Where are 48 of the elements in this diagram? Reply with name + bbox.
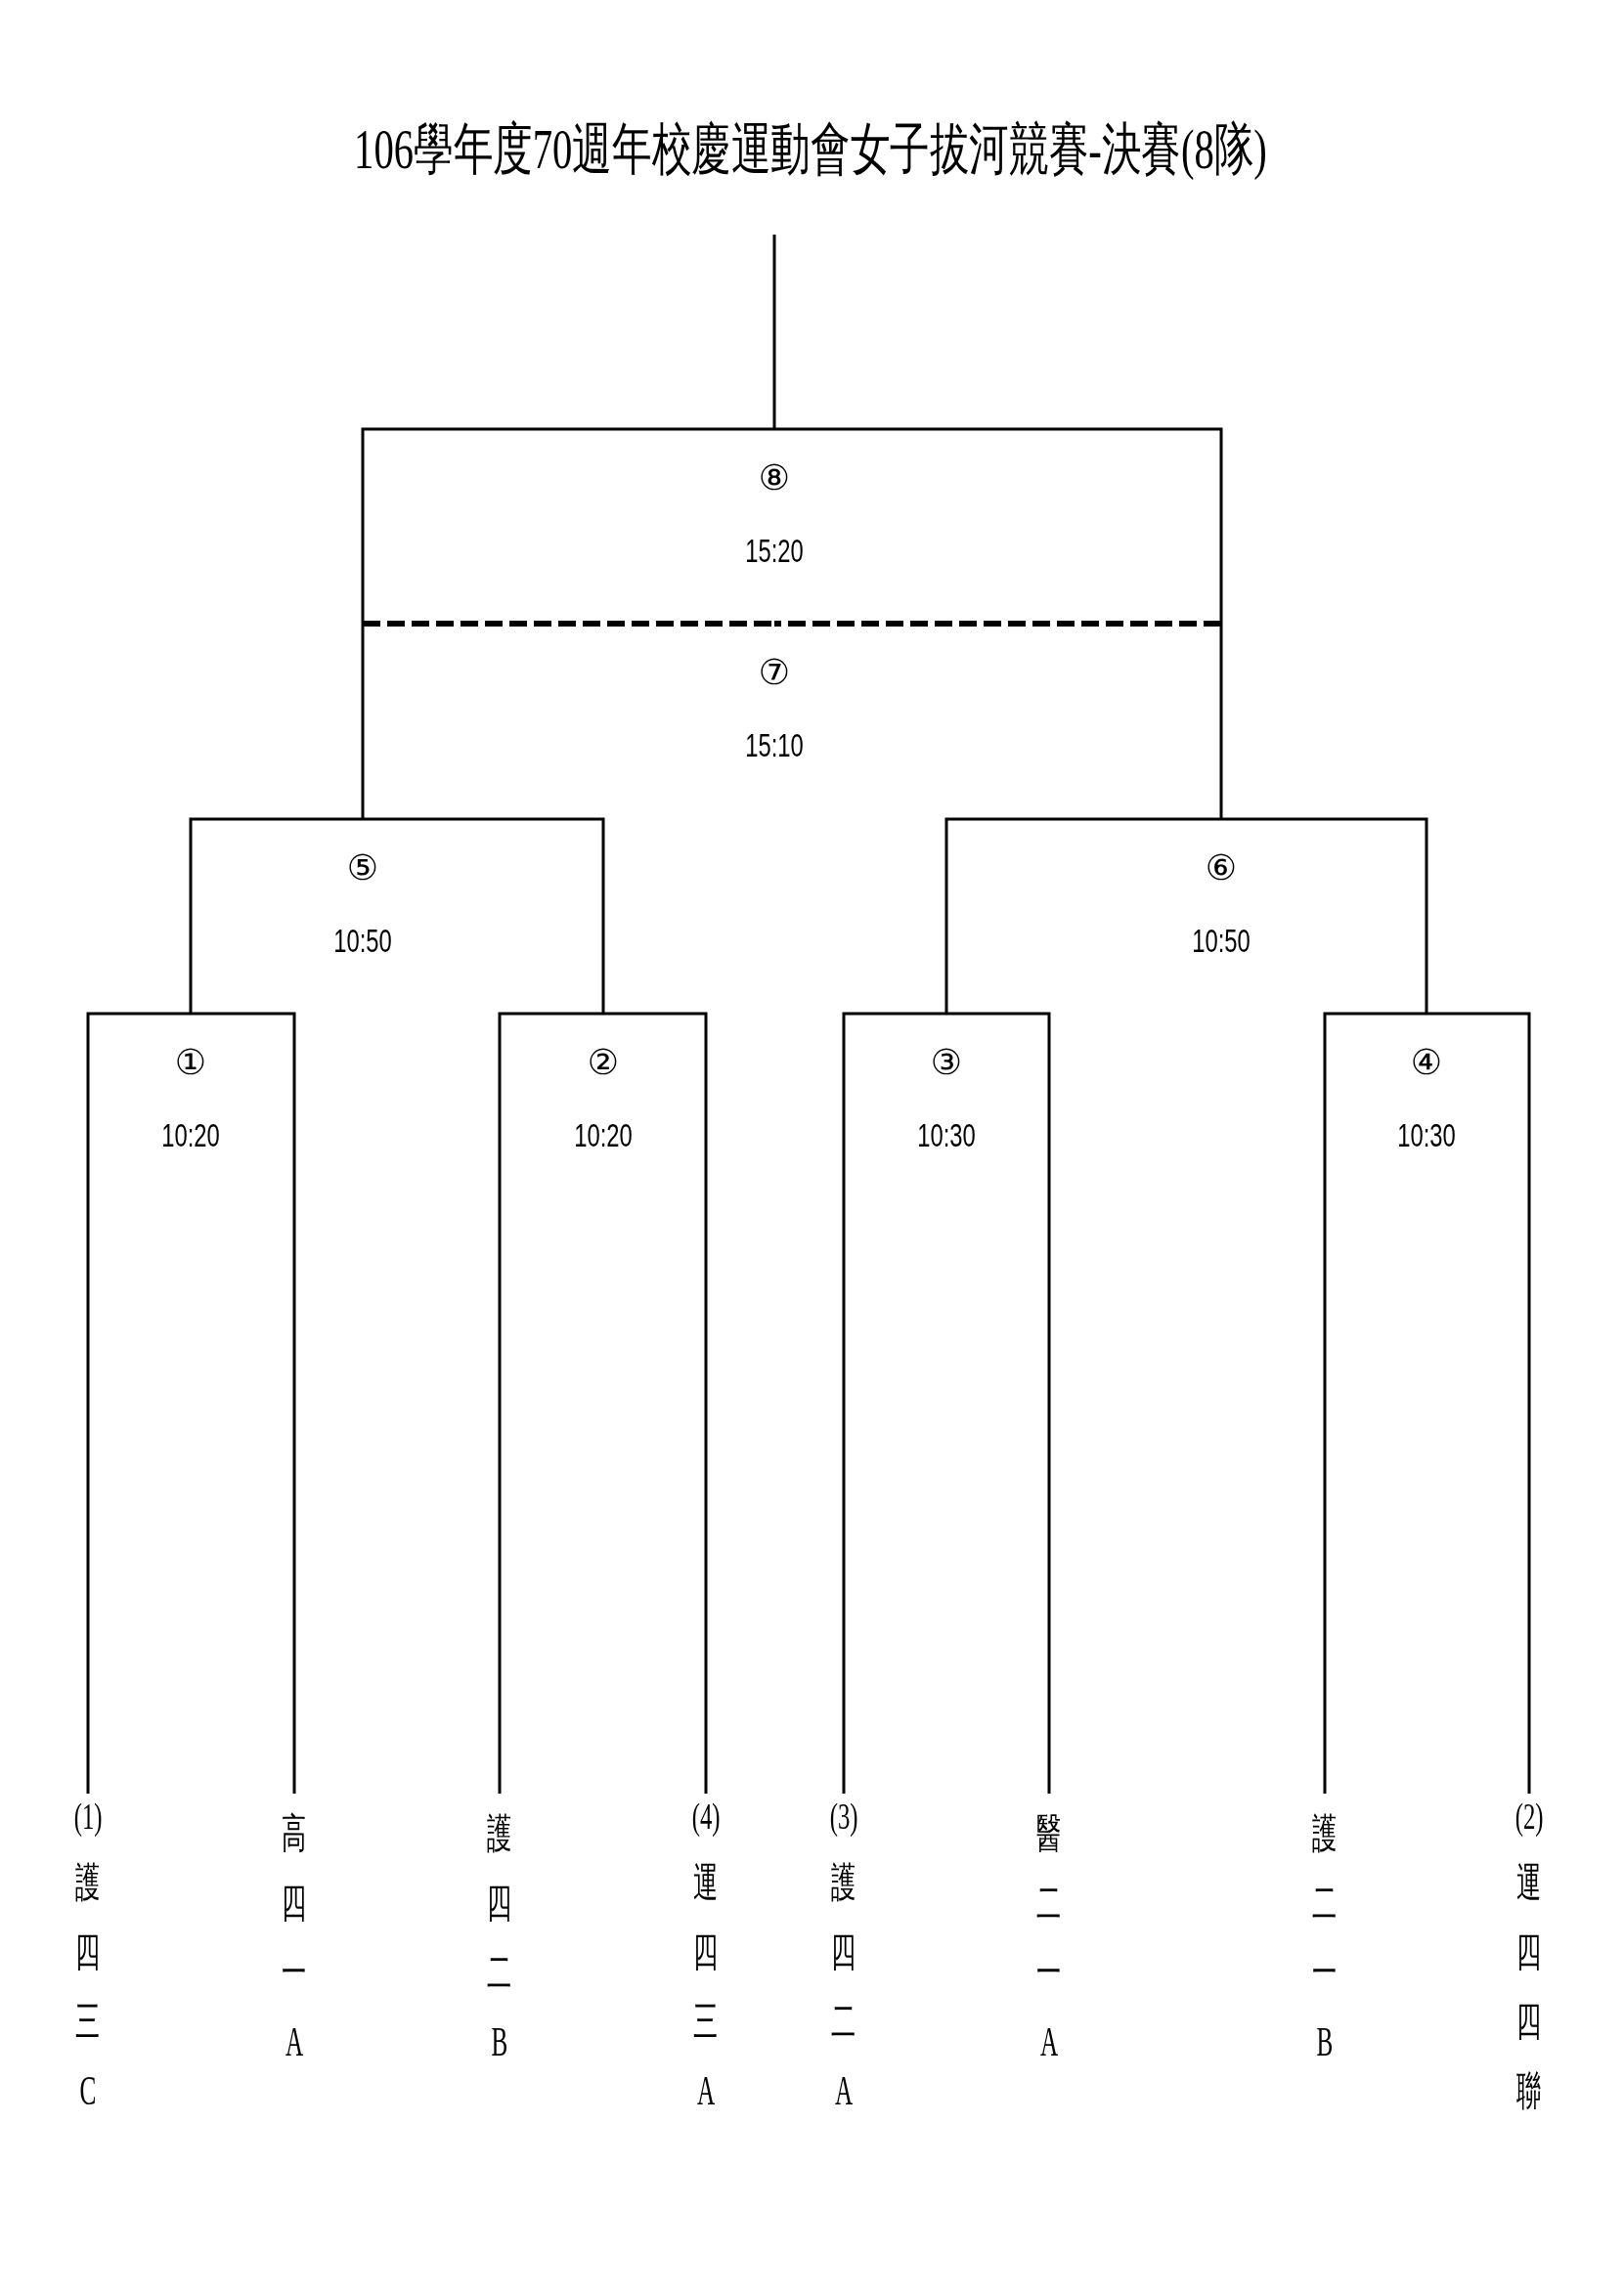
seed-number: (1)	[73, 1797, 103, 1836]
match-time: 15:20	[745, 533, 804, 568]
match-time: 10:30	[1397, 1117, 1456, 1152]
seed-number: (2)	[1514, 1797, 1544, 1836]
bracket-line	[189, 817, 363, 1014]
team-name: 護四二A	[830, 1859, 857, 2115]
seed-number: (4)	[691, 1797, 721, 1836]
team-name: 高四一A	[281, 1810, 308, 2066]
match-number: ⑥	[1205, 848, 1238, 888]
match-number: ④	[1410, 1043, 1443, 1082]
match-time: 10:50	[333, 923, 392, 958]
match-number: ③	[930, 1043, 963, 1082]
bracket-line	[1426, 1012, 1531, 1794]
team-name: 護四三C	[74, 1859, 102, 2115]
team-name: 運四三A	[692, 1859, 720, 2115]
match-number: ⑤	[346, 848, 379, 888]
seed-number: (3)	[829, 1797, 858, 1836]
bracket-line	[842, 1012, 946, 1794]
bracket-line	[772, 235, 776, 429]
match-time: 10:20	[161, 1117, 220, 1152]
match-number: ①	[174, 1043, 207, 1082]
bracket-line	[1323, 1012, 1426, 1794]
bracket-line	[774, 427, 1223, 624]
bracket-line	[603, 1012, 708, 1794]
match-number: ②	[587, 1043, 620, 1082]
dashed-bracket-line	[363, 621, 774, 627]
match-time: 10:30	[917, 1117, 976, 1152]
bracket-line	[498, 1012, 603, 1794]
match-time: 15:10	[745, 727, 804, 762]
match-time: 10:20	[574, 1117, 633, 1152]
match-number: ⑦	[758, 653, 791, 692]
bracket-line	[944, 817, 1221, 1014]
bracket-line	[946, 1012, 1051, 1794]
bracket-line	[361, 427, 774, 624]
bracket-line	[363, 817, 605, 1014]
team-name: 護二一B	[1311, 1810, 1339, 2066]
bracket-line	[361, 624, 365, 819]
match-number: ⑧	[758, 458, 791, 498]
title: 106學年度70週年校慶運動會女子拔河競賽-決賽(8隊)	[354, 116, 1267, 183]
team-name: 運四四聯	[1515, 1859, 1543, 2115]
dashed-bracket-line	[774, 621, 1221, 627]
bracket-line	[86, 1012, 191, 1794]
team-name: 醫二一A	[1035, 1810, 1063, 2066]
bracket-line	[191, 1012, 296, 1794]
bracket-line	[1219, 624, 1223, 819]
team-name: 護四二B	[486, 1810, 513, 2066]
match-time: 10:50	[1192, 923, 1251, 958]
bracket-line	[1221, 817, 1428, 1014]
